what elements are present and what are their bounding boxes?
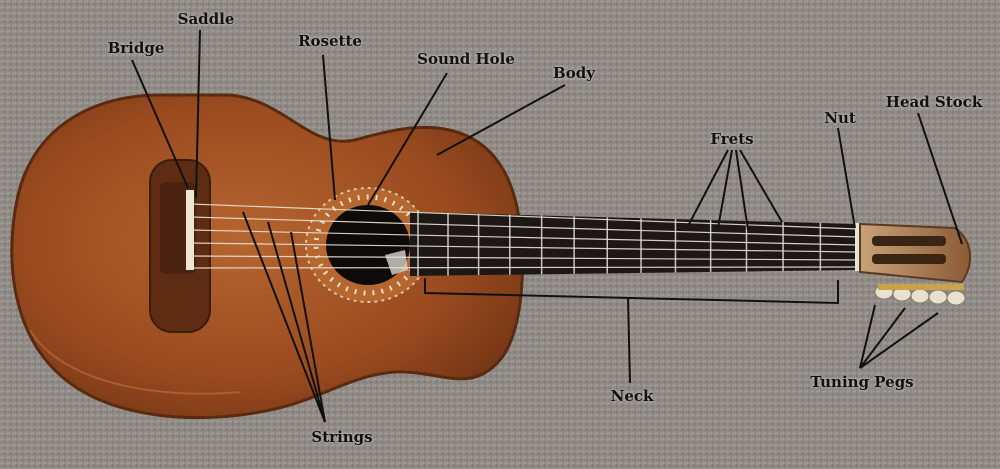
fret-wires (417, 212, 822, 276)
label-frets: Frets (710, 130, 754, 148)
bridge (149, 159, 211, 333)
label-sound-hole: Sound Hole (417, 50, 515, 68)
label-head-stock: Head Stock (885, 93, 983, 111)
nut (855, 223, 861, 271)
pointer-lines (131, 29, 963, 423)
label-neck: Neck (610, 387, 654, 405)
label-rosette: Rosette (298, 32, 362, 50)
head-stock (859, 222, 972, 284)
tuning-peg-icon (874, 284, 966, 306)
label-tuning-pegs: Tuning Pegs (810, 373, 914, 391)
fretboard (410, 212, 858, 276)
label-bridge: Bridge (107, 39, 165, 57)
label-nut: Nut (824, 109, 856, 127)
label-body: Body (553, 64, 595, 82)
label-strings: Strings (311, 428, 373, 446)
label-saddle: Saddle (177, 10, 235, 28)
